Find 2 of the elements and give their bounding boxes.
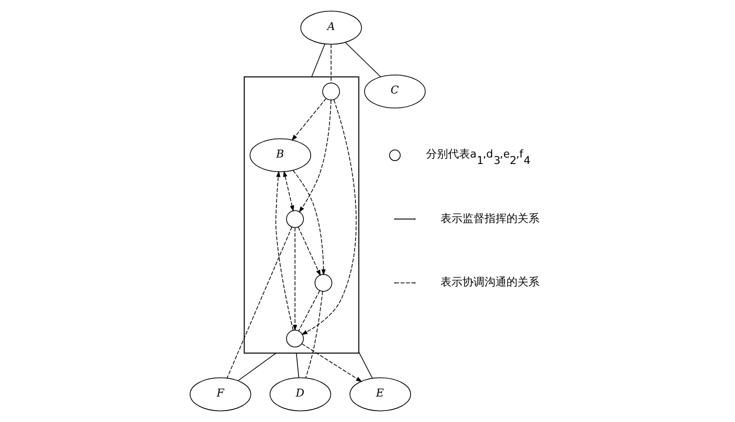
legend-label: 表示监督指挥的关系: [440, 212, 540, 225]
legend-label: 表示协调沟通的关系: [440, 276, 540, 289]
